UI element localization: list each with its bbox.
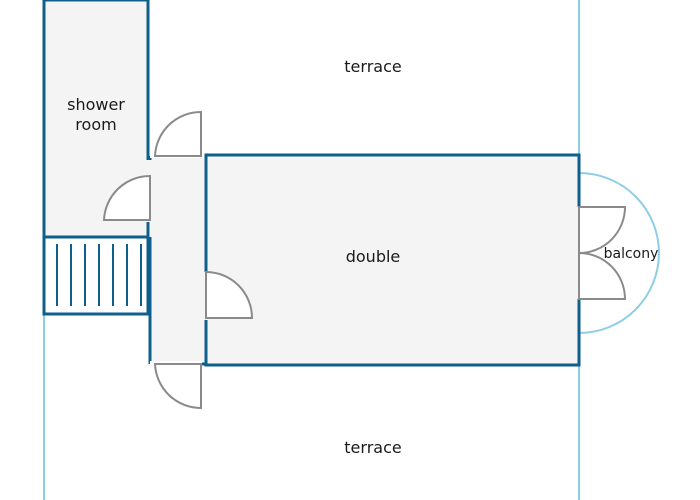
terrace-bottom-door [153,363,202,410]
terrace-top-door [153,110,202,157]
stairs [42,235,150,316]
balcony-label: balcony [604,246,659,262]
terrace-bottom-label: terrace [344,438,401,457]
hallway [150,156,206,364]
shower-door [102,174,151,221]
balcony-door-lower [578,251,627,300]
shower-room-label-line2: room [75,115,116,134]
double-door [205,270,254,319]
doors [102,110,627,410]
double-room [204,153,581,367]
stair-treads [56,244,142,306]
shower-room-label-line1: shower [67,95,125,114]
double-room-label: double [346,247,401,266]
terrace-top-label: terrace [344,57,401,76]
